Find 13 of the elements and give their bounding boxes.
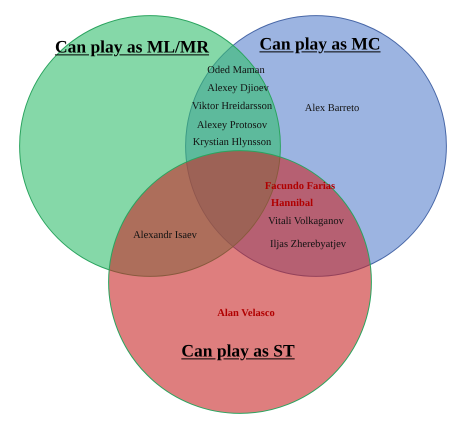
- player-name: Hannibal: [270, 198, 314, 210]
- player-name: Alexey Protosov: [196, 120, 268, 132]
- player-name: Alex Barreto: [304, 102, 360, 116]
- set-title: Can play as ST: [181, 341, 295, 361]
- player-name: Krystian Hlynsson: [192, 136, 272, 150]
- player-name: Vitali Volkaganov: [268, 216, 344, 228]
- player-name: Alan Velasco: [217, 308, 275, 320]
- player-name: Alexey Djioev: [207, 82, 269, 96]
- player-name: Oded Maman: [207, 64, 265, 78]
- player-name: Iljas Zherebyatjev: [270, 238, 346, 252]
- player-name: Alexandr Isaev: [133, 230, 197, 242]
- player-name: Viktor Hreidarsson: [192, 100, 272, 114]
- set-title: Can play as MC: [259, 34, 381, 54]
